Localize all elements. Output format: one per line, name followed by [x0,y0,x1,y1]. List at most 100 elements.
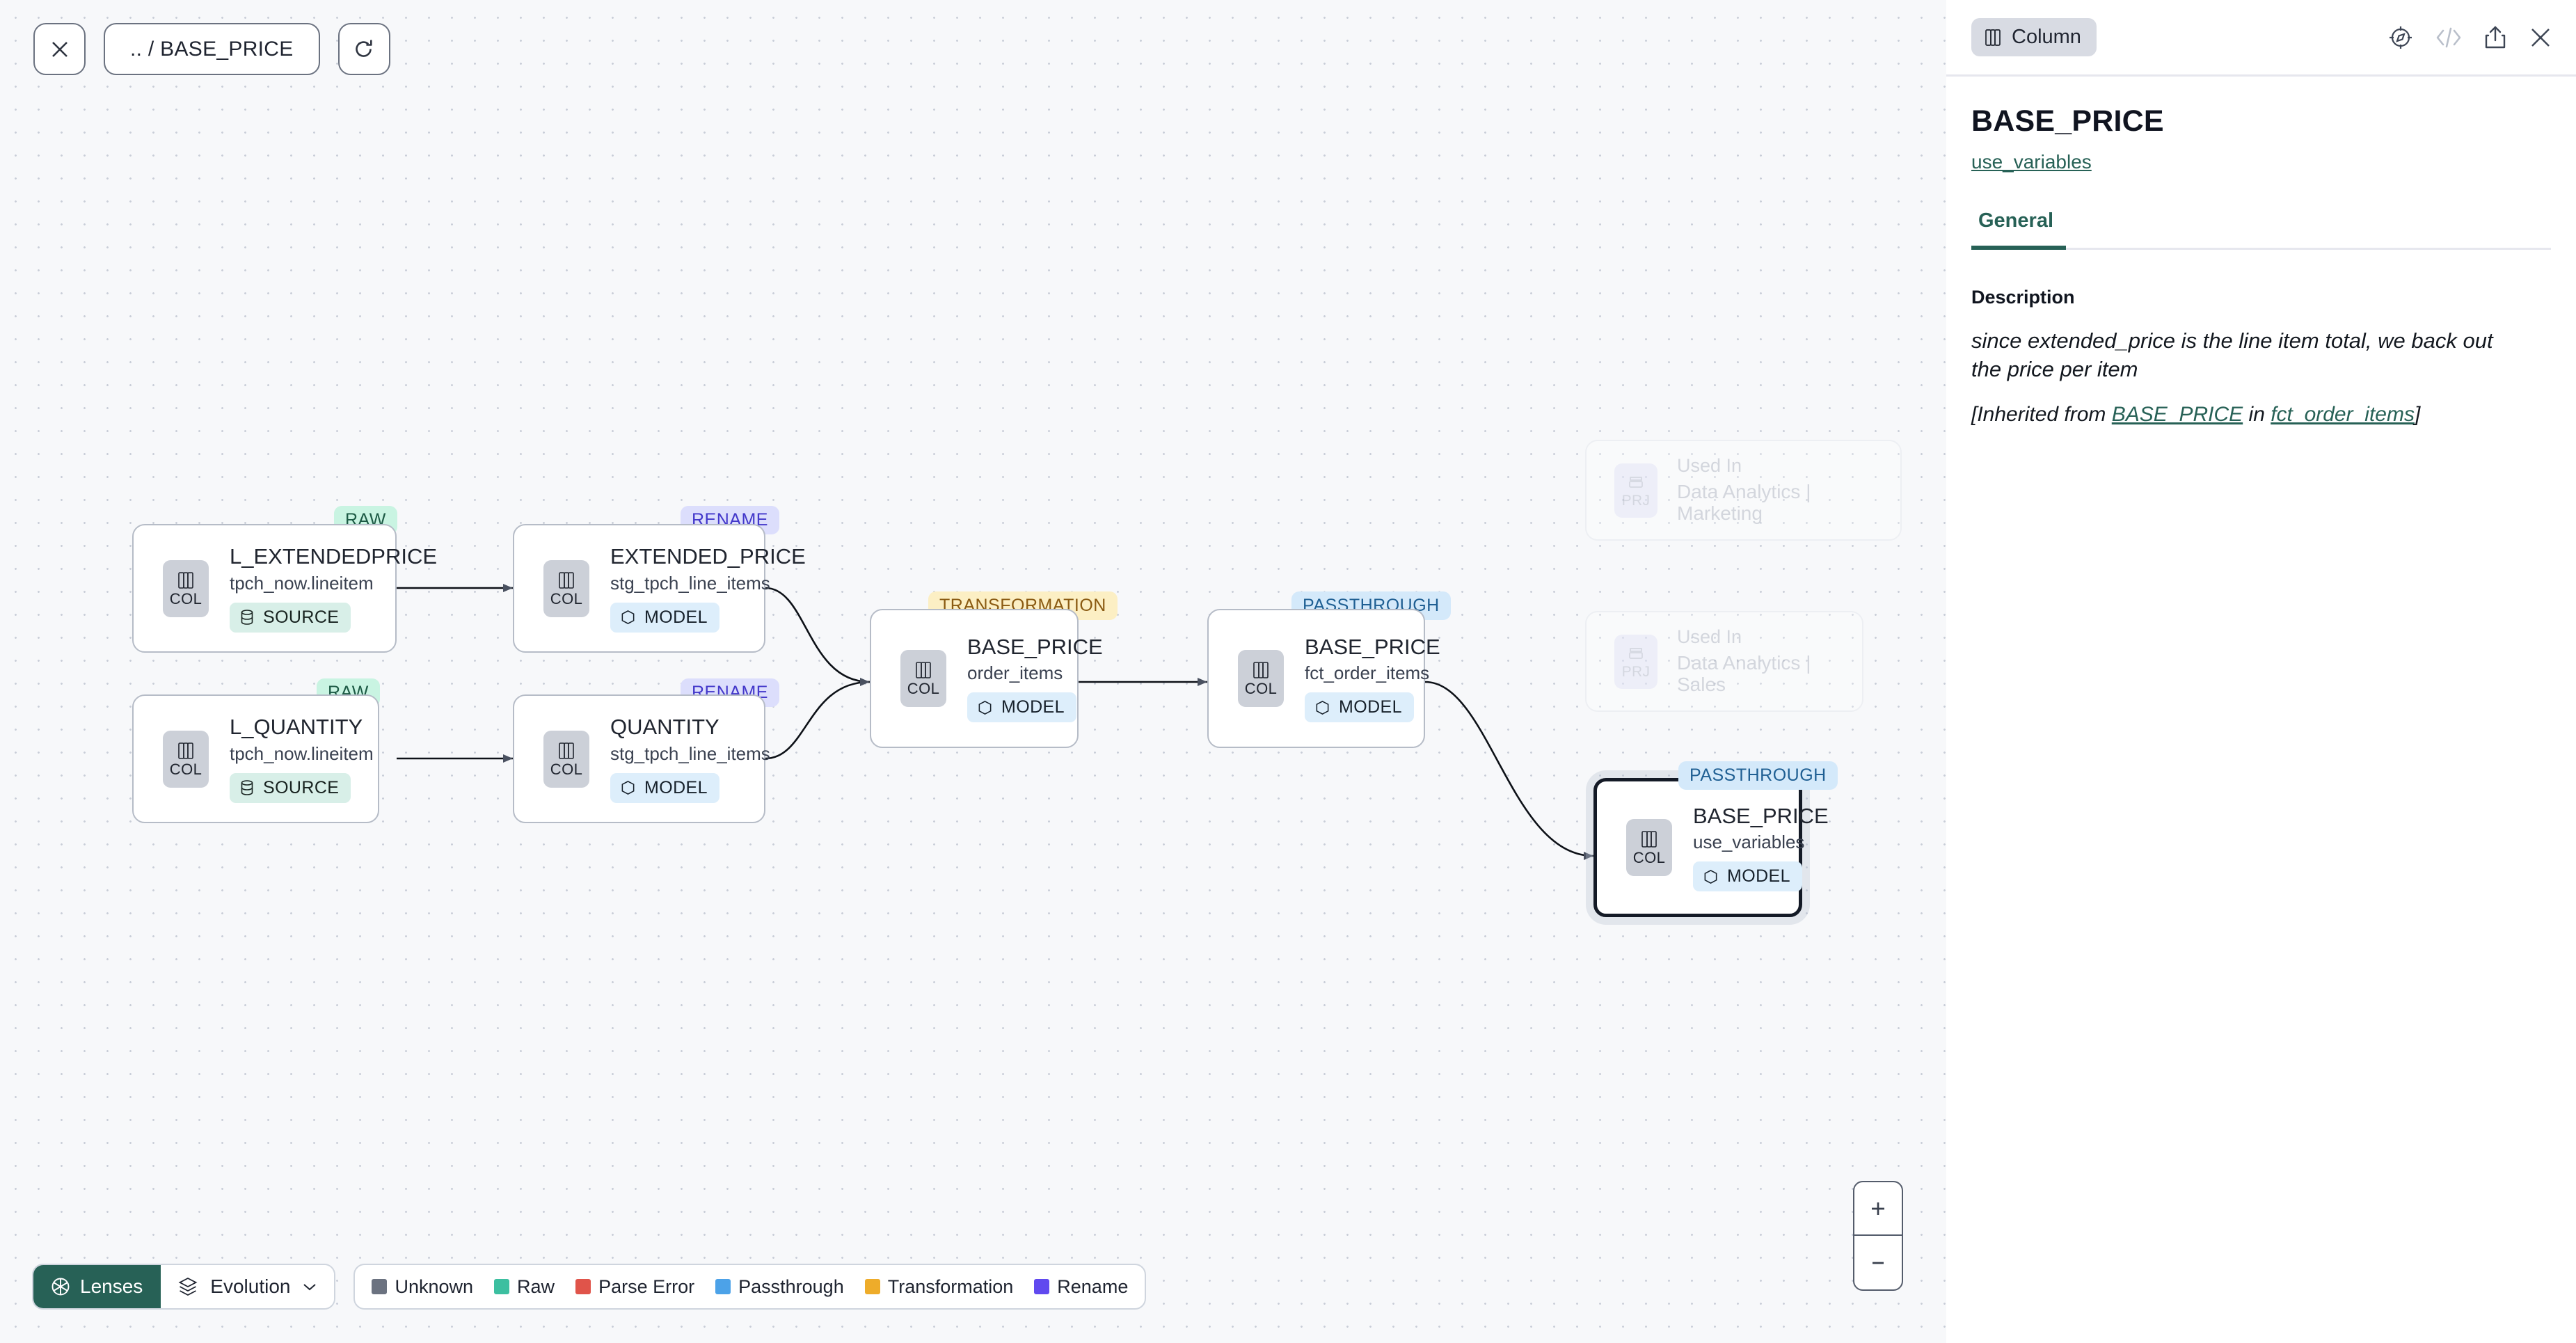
node-pill-label: MODEL [1727,866,1790,887]
legend-swatch [715,1279,731,1294]
node-tag-passthrough-2: PASSTHROUGH [1678,761,1838,790]
node-subtitle: use_variables [1693,832,1805,853]
node-pill-label: SOURCE [263,607,340,627]
used-in-subtitle: Data Analytics | Marketing [1677,481,1811,524]
legend-item-transformation: Transformation [864,1276,1014,1298]
cube-icon [621,610,635,625]
close-button[interactable] [33,23,86,75]
node-name: BASE_PRICE [1693,803,1829,828]
graph-node-base-price-order-items[interactable]: COL BASE_PRICE order_items MODEL [870,609,1103,748]
node-name: EXTENDED_PRICE [610,544,806,569]
node-pill-label: MODEL [644,777,708,797]
lenses-control: Lenses Evolution [32,1264,336,1310]
legend-label: Raw [517,1276,555,1297]
legend-item-raw: Raw [494,1276,555,1298]
node-subtitle: fct_order_items [1305,662,1430,684]
node-subtitle: tpch_now.lineitem [230,742,374,764]
legend-label: Unknown [395,1276,474,1297]
column-icon [1985,29,2001,46]
used-in-body: Used In Data Analytics | Marketing [1677,456,1900,524]
node-body: BASE_PRICE fct_order_items MODEL [1305,635,1440,723]
plus-icon [1872,1202,1884,1215]
inherited-column-link[interactable]: BASE_PRICE [2111,403,2243,427]
refresh-button[interactable] [337,23,390,75]
close-icon [51,41,67,57]
column-icon: COL [1626,819,1672,876]
inherited-note: [Inherited from BASE_PRICE in fct_order_… [1971,403,2551,427]
node-body: QUANTITY stg_tpch_line_items MODEL [610,715,770,803]
used-in-node-sales[interactable]: PRJ Used In Data Analytics | Sales [1585,611,1863,712]
zoom-in-button[interactable] [1854,1182,1902,1236]
code-icon[interactable] [2434,26,2463,49]
cube-icon [1704,869,1717,884]
breadcrumb[interactable]: .. / BASE_PRICE [104,23,320,75]
inherited-middle: in [2243,403,2271,427]
node-pill-label: MODEL [1339,697,1402,717]
entity-kind-chip[interactable]: Column [1971,18,2097,56]
used-in-body: Used In Data Analytics | Sales [1677,627,1862,695]
node-body: L_EXTENDEDPRICE tpch_now.lineitem SOURCE [230,544,437,633]
used-in-node-marketing[interactable]: PRJ Used In Data Analytics | Marketing [1585,440,1902,541]
cube-icon [978,700,992,715]
column-icon: COL [543,730,589,788]
node-subtitle: stg_tpch_line_items [610,742,770,764]
details-panel: Column [1946,0,2576,1343]
lenses-label: Lenses [80,1276,143,1297]
column-icon-label: COL [169,589,202,607]
legend-label: Parse Error [598,1276,695,1297]
graph-node-extended-price[interactable]: COL EXTENDED_PRICE stg_tpch_line_items M… [513,524,806,653]
graph-node-base-price-use-variables[interactable]: COL BASE_PRICE use_variables MODEL [1593,778,1829,917]
node-pill-model: MODEL [967,692,1076,723]
panel-header-actions [2387,24,2554,51]
column-icon: COL [543,559,589,617]
graph-node-quantity[interactable]: COL QUANTITY stg_tpch_line_items MODEL [513,694,770,823]
lineage-canvas[interactable]: RAW COL L_EXTENDEDPRICE tpch_now.lineite… [0,0,1946,1343]
explore-compass-icon[interactable] [2387,24,2415,51]
legend-label: Transformation [887,1276,1014,1297]
panel-tabs: General [1971,209,2551,250]
legend-label: Rename [1057,1276,1129,1297]
node-name: BASE_PRICE [967,634,1103,659]
evolution-dropdown[interactable]: Evolution [161,1265,335,1308]
tab-general[interactable]: General [1971,209,2066,250]
parent-model-link[interactable]: use_variables [1971,151,2092,173]
node-pill-model: MODEL [610,602,719,633]
graph-node-l-quantity[interactable]: COL L_QUANTITY tpch_now.lineitem SOURCE [132,694,379,823]
inherited-suffix: ] [2414,403,2421,427]
node-pill-model: MODEL [1693,861,1802,892]
lenses-button[interactable]: Lenses [33,1265,161,1308]
graph-node-base-price-fct-order-items[interactable]: COL BASE_PRICE fct_order_items MODEL [1207,609,1440,748]
inherited-model-link[interactable]: fct_order_items [2271,403,2415,427]
share-icon[interactable] [2483,24,2508,51]
description-label: Description [1971,287,2075,308]
lineage-legend: Unknown Raw Parse Error Passthrough Tran… [353,1264,1147,1310]
used-in-subtitle: Data Analytics | Sales [1677,652,1811,695]
column-icon: COL [1238,650,1284,707]
cube-icon [621,781,635,795]
legend-swatch [864,1279,880,1294]
cube-icon [1316,700,1329,715]
column-icon-label: COL [1244,680,1278,697]
node-pill-label: SOURCE [263,777,340,797]
used-in-title: Used In [1677,626,1742,648]
node-pill-label: MODEL [1001,697,1065,717]
column-icon-label: COL [907,680,940,697]
project-icon-label: PRJ [1621,663,1651,680]
graph-node-l-extendedprice[interactable]: COL L_EXTENDEDPRICE tpch_now.lineitem SO… [132,524,437,653]
legend-label: Passthrough [738,1276,844,1297]
column-icon: COL [900,650,946,707]
legend-swatch [1034,1279,1050,1294]
node-pill-model: MODEL [610,772,719,803]
node-pill-model: MODEL [1305,692,1414,723]
inherited-prefix: [Inherited from [1971,403,2112,427]
evolution-label: Evolution [210,1276,291,1297]
node-subtitle: order_items [967,662,1063,684]
column-icon-label: COL [550,589,583,607]
canvas-toolbar: .. / BASE_PRICE [33,23,390,75]
legend-item-rename: Rename [1034,1276,1128,1298]
zoom-out-button[interactable] [1854,1236,1902,1289]
node-pill-source: SOURCE [230,772,351,803]
close-icon[interactable] [2527,24,2554,51]
node-name: QUANTITY [610,715,719,740]
node-subtitle: tpch_now.lineitem [230,572,374,594]
